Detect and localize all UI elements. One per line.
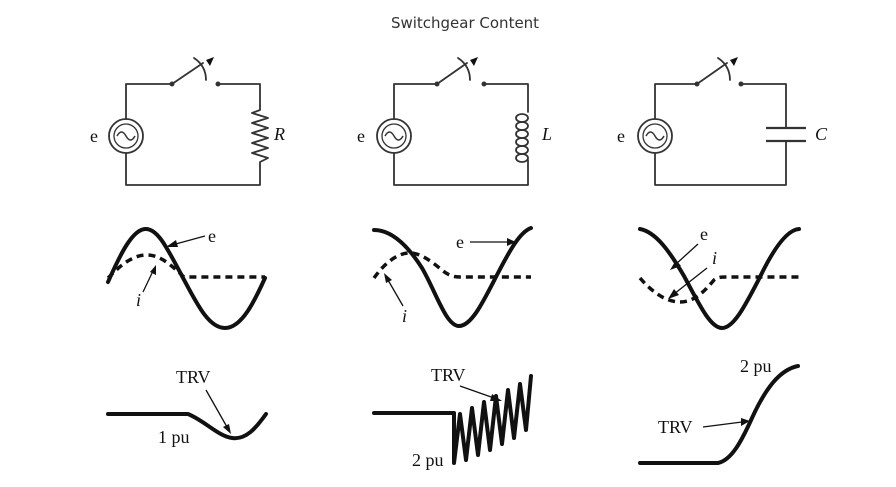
circuit-resistive: e R — [90, 57, 285, 186]
load-label: L — [541, 124, 552, 144]
inductor-icon — [515, 113, 529, 163]
voltage-wave — [372, 226, 533, 328]
voltage-wave — [638, 227, 801, 330]
source-label: e — [357, 126, 365, 146]
capacitor-icon — [766, 126, 806, 143]
voltage-label: e — [208, 226, 216, 246]
trv-inductive: TRV 2 pu — [372, 365, 533, 470]
switch-arrow-icon — [717, 57, 731, 81]
trv-magnitude: 1 pu — [158, 427, 190, 447]
current-wave — [106, 253, 265, 280]
waveform-resistive: e i — [106, 226, 267, 330]
switch-arrow-icon — [193, 57, 207, 81]
trv-magnitude: 2 pu — [412, 450, 444, 470]
ac-source-icon — [108, 118, 144, 154]
switch-blade — [696, 62, 728, 85]
current-wave — [638, 275, 799, 304]
current-label: i — [712, 248, 717, 268]
switch-contact-open — [738, 81, 744, 87]
trv-label: TRV — [431, 365, 466, 385]
voltage-label: e — [456, 232, 464, 252]
current-label: i — [402, 306, 407, 326]
switch-contact-open — [481, 81, 487, 87]
trv-curve — [372, 374, 533, 465]
switch-contact-open — [215, 81, 221, 87]
trv-curve — [638, 364, 800, 465]
source-label: e — [90, 126, 98, 146]
trv-label: TRV — [176, 367, 211, 387]
resistor-icon — [251, 105, 269, 167]
switch-blade — [171, 62, 204, 85]
ac-source-icon — [376, 118, 412, 154]
trv-magnitude: 2 pu — [740, 356, 772, 376]
current-wave — [372, 251, 531, 280]
load-label: C — [815, 124, 828, 144]
waveform-inductive: e i — [372, 226, 533, 328]
waveform-capacitive: e i — [638, 224, 801, 330]
load-label: R — [273, 124, 285, 144]
trv-capacitive: 2 pu TRV — [638, 356, 800, 465]
source-label: e — [617, 126, 625, 146]
ac-source-icon — [637, 118, 673, 154]
trv-label: TRV — [658, 417, 693, 437]
switch-arrow-icon — [457, 57, 471, 81]
trv-resistive: TRV 1 pu — [106, 367, 268, 447]
voltage-label: e — [700, 224, 708, 244]
circuit-inductive: e L — [357, 57, 552, 186]
trv-curve — [106, 412, 268, 441]
circuit-capacitive: e C — [617, 57, 828, 186]
page-title: Switchgear Content — [390, 14, 540, 32]
current-label: i — [136, 290, 141, 310]
switch-blade — [436, 62, 468, 85]
